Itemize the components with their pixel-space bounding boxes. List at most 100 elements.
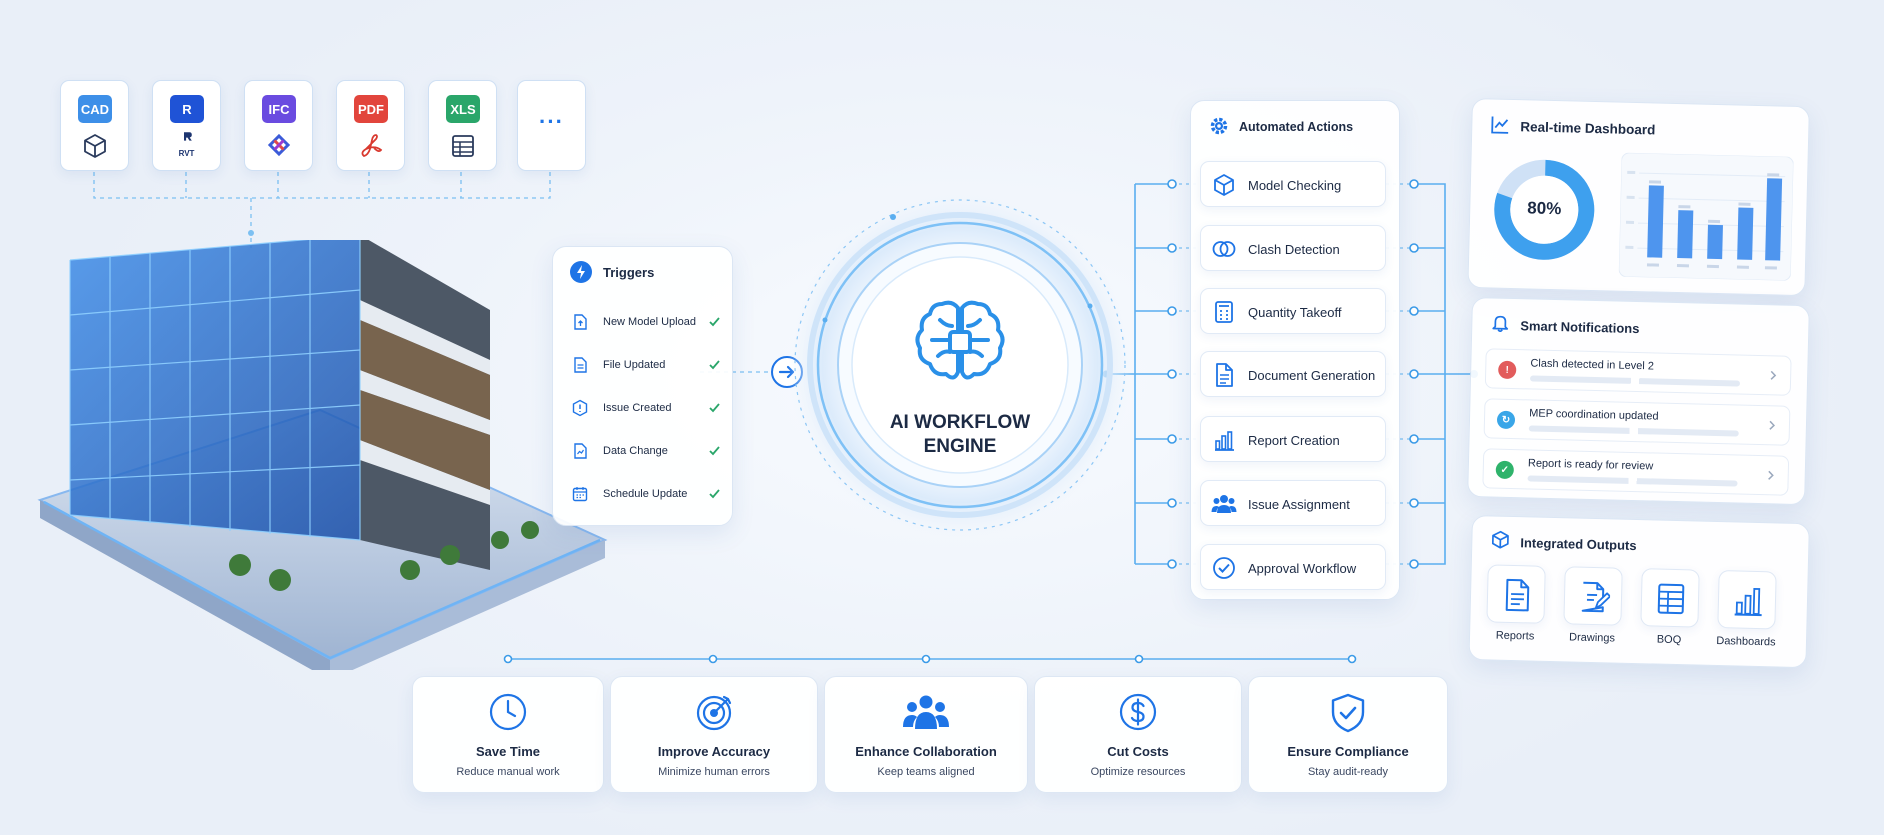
realtime-dashboard-panel: Real-time Dashboard 80% [1467,98,1810,297]
output-drawings[interactable] [1563,566,1623,626]
box-icon [1491,530,1509,549]
trigger-data-change[interactable]: Data Change [571,434,721,468]
sync-icon: ↻ [1496,410,1516,430]
brain-circuit-icon [915,300,1005,380]
overlap-circles-icon [1212,241,1236,257]
placeholder-bar [1527,475,1738,487]
calendar-icon [572,487,588,502]
bell-icon [1492,315,1509,333]
action-label: Issue Assignment [1248,497,1350,512]
benefit-title: Cut Costs [1107,744,1169,759]
notification-text: Report is ready for review [1527,457,1654,473]
file-tile-ifc[interactable]: IFC [244,80,313,171]
output-dashboards[interactable] [1717,570,1777,630]
upload-file-icon [574,314,587,330]
benefit-subtitle: Stay audit-ready [1307,766,1389,778]
placeholder-bar [1529,375,1741,387]
spreadsheet-icon [452,135,474,157]
output-reports[interactable] [1486,564,1546,624]
check-icon: ✓ [1495,460,1515,480]
check-icon [709,403,720,413]
ifc-logo [267,133,291,157]
donut-value-label: 80% [1527,198,1562,219]
check-icon [709,446,720,456]
xls-badge: XLS [446,95,480,123]
triggers-panel: Triggers New Model Upload File Updated I… [552,246,733,526]
bar-chart-icon [1215,431,1234,451]
output-boq[interactable] [1640,568,1700,628]
benefit-ensure-compliance: Ensure Compliance Stay audit-ready [1248,676,1448,793]
drawing-icon [1581,581,1611,613]
action-document-generation[interactable]: Document Generation [1200,351,1386,397]
benefit-enhance-collaboration: Enhance Collaboration Keep teams aligned [824,676,1028,793]
file-tile-xls[interactable]: XLS [428,80,497,171]
triggers-title: Triggers [603,265,655,280]
notification-item[interactable]: ! Clash detected in Level 2 [1484,348,1792,396]
engine-title-line2: ENGINE [923,436,997,457]
notifications-title: Smart Notifications [1520,318,1640,337]
more-icon: ··· [539,109,564,134]
action-label: Clash Detection [1248,242,1340,257]
action-quantity-takeoff[interactable]: Quantity Takeoff [1200,288,1386,334]
notification-item[interactable]: ↻ MEP coordination updated [1483,398,1791,446]
file-tile-pdf[interactable]: PDF [336,80,405,171]
trigger-file-updated[interactable]: File Updated [571,348,721,382]
benefit-subtitle: Optimize resources [1090,766,1186,778]
revit-badge: R [170,95,204,123]
smart-notifications-panel: Smart Notifications ! Clash detected in … [1467,297,1810,506]
action-clash-detection[interactable]: Clash Detection [1200,225,1386,271]
benefit-title: Enhance Collaboration [855,744,997,759]
benefit-cut-costs: Cut Costs Optimize resources [1034,676,1242,793]
action-issue-assignment[interactable]: Issue Assignment [1200,480,1386,526]
trigger-schedule-update[interactable]: Schedule Update [571,477,721,511]
benefit-improve-accuracy: Improve Accuracy Minimize human errors [610,676,818,793]
file-tile-cad[interactable]: CAD [60,80,129,171]
data-change-icon [574,443,587,459]
revit-logo [184,132,192,141]
gear-icon [1210,117,1228,135]
engine-title-line1: AI WORKFLOW [889,412,1031,433]
dashboard-chart-icon [1734,587,1762,617]
chevron-right-icon [1770,370,1777,380]
action-label: Approval Workflow [1248,561,1357,576]
lightning-icon [570,261,592,283]
calculator-icon [1215,301,1233,323]
action-approval-workflow[interactable]: Approval Workflow [1200,544,1386,590]
trigger-label: Data Change [603,445,668,457]
automated-actions-title: Automated Actions [1239,120,1354,134]
file-tile-more[interactable]: ··· [517,80,586,171]
document-icon [574,357,587,373]
cad-badge: CAD [78,95,112,123]
action-label: Quantity Takeoff [1248,305,1342,320]
cube-icon [1214,174,1234,196]
notification-item[interactable]: ✓ Report is ready for review [1482,448,1790,496]
check-icon [709,489,720,499]
ifc-badge: IFC [262,95,296,123]
rvt-label: RVT [178,149,195,158]
report-icon [1505,578,1530,612]
benefit-subtitle: Keep teams aligned [877,766,975,778]
trigger-label: New Model Upload [603,316,696,328]
mini-bar-chart [1618,152,1794,281]
action-label: Document Generation [1248,368,1376,383]
team-icon [903,695,949,729]
boq-table-icon [1657,583,1685,615]
benefit-subtitle: Minimize human errors [658,766,770,778]
trigger-new-model-upload[interactable]: New Model Upload [571,305,721,339]
file-tile-rvt[interactable]: R RVT [152,80,221,171]
shield-check-icon [1331,693,1365,733]
document-icon [1216,363,1233,387]
benefit-title: Save Time [475,744,541,759]
action-model-checking[interactable]: Model Checking [1200,161,1386,207]
warning-icon: ! [1498,360,1517,380]
target-icon [696,695,732,731]
ai-workflow-engine[interactable]: AI WORKFLOW ENGINE [785,190,1135,540]
notification-text: Clash detected in Level 2 [1530,357,1655,373]
pdf-badge: PDF [354,95,388,123]
trigger-label: Schedule Update [603,488,688,500]
trigger-issue-created[interactable]: Issue Created [571,391,721,425]
acrobat-icon [361,134,383,157]
benefit-save-time: Save Time Reduce manual work [412,676,604,793]
action-report-creation[interactable]: Report Creation [1200,416,1386,462]
